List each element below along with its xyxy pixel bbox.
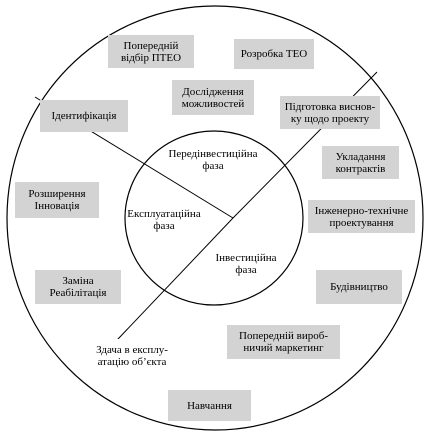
stage-identification: Ідентифікація [40,100,128,132]
stage-preliminary-selection: Попередній відбір ПТЕО [108,35,194,68]
phase-pre-investment-label: Передінвестиційна фаза [168,148,258,172]
stage-commissioning: Здача в експлу- атацію об’єкта [82,339,182,373]
stage-project-conclusion: Підготовка виснов- ку щодо проекту [280,96,380,129]
stage-replacement-rehabilitation: Заміна Реабілітація [35,270,121,304]
stage-contracting: Укладання контрактів [322,146,399,179]
phase-operation-label: Експлуатаційна фаза [127,208,201,232]
stage-opportunity-study: Дослідження можливостей [172,80,254,115]
divider-lower-left [99,217,234,359]
outer-circle [6,5,424,431]
stage-expansion-innovation: Розширення Інновація [15,182,99,218]
stage-pre-production-marketing: Попередній вироб- ничий маркетинг [227,325,340,359]
phase-investment-label: Інвестиційна фаза [215,252,277,276]
divider-upper-right [232,71,378,219]
stage-training: Навчання [168,390,251,421]
stage-construction: Будівництво [316,270,402,304]
stage-engineering-design: Інженерно-технічне проектування [308,200,415,233]
inner-circle [124,130,304,306]
stage-feasibility-study: Розробка ТЕО [234,39,314,69]
